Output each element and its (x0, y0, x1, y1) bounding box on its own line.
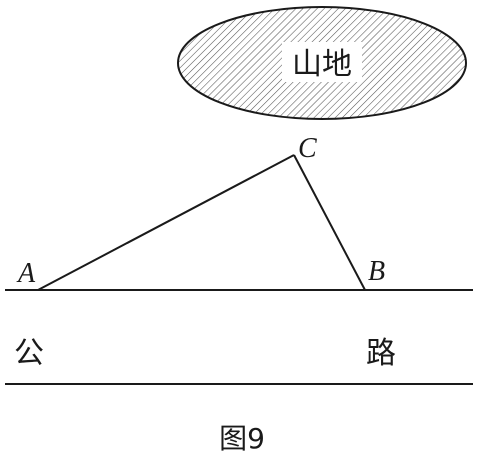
road-label-right: 路 (366, 336, 396, 371)
mountain-region: 山地 (177, 6, 467, 120)
point-a-label: A (16, 258, 36, 289)
segment-ac (37, 154, 295, 291)
segment-cb (293, 154, 366, 291)
mountain-label: 山地 (292, 47, 352, 82)
point-c-label: C (298, 133, 317, 164)
road-label-left: 公 (14, 336, 44, 371)
mountain-label-backdrop (282, 42, 362, 82)
point-b-label: B (368, 256, 385, 287)
figure-caption: 图9 (219, 422, 265, 455)
